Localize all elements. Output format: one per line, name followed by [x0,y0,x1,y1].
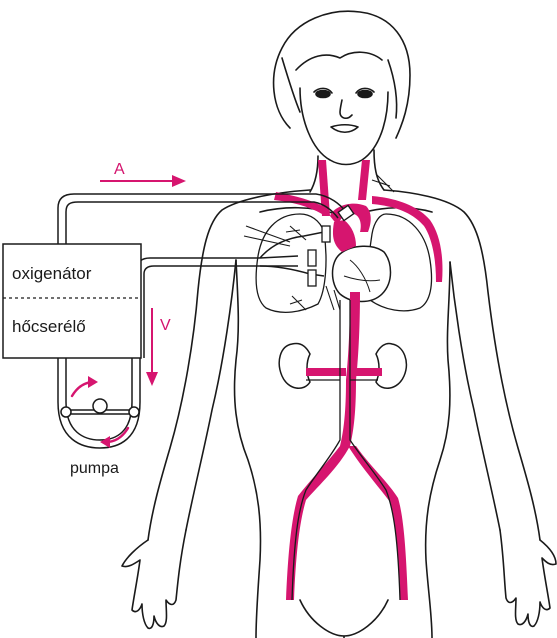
heart [333,246,391,301]
venous-flow-label: V [160,318,171,334]
venous-flow-arrow [146,308,158,386]
heat-exchanger-label: hőcserélő [12,318,86,335]
pump-label: pumpa [70,461,119,477]
oxygenator-box [3,244,141,358]
venous-tube [136,232,324,358]
arterial-flow-label: A [114,162,125,178]
oxygenator-label: oxigenátor [12,265,91,282]
body-outline [122,11,556,638]
arterial-flow-arrow [100,175,186,187]
kidneys [279,343,406,388]
pump [61,399,139,417]
